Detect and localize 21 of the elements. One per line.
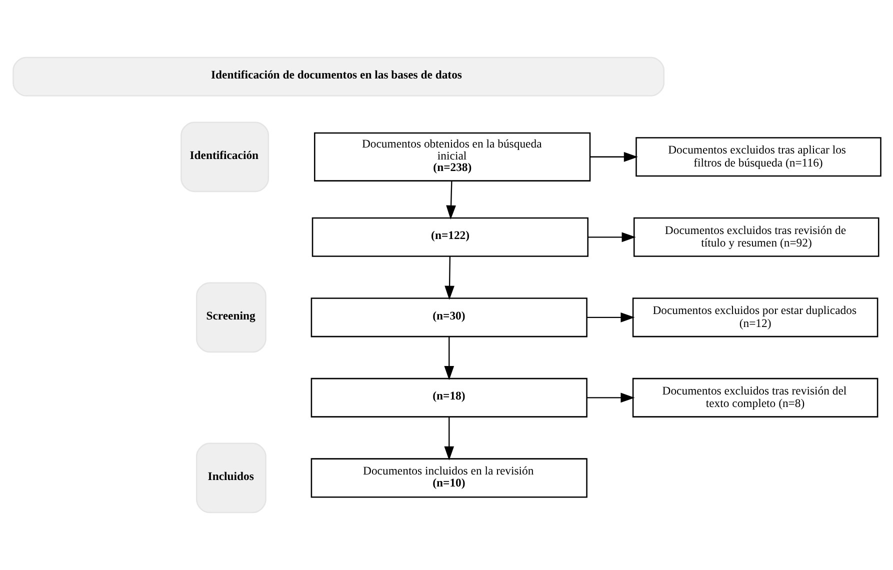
node-box: (n=30) <box>310 298 587 338</box>
node-box: Documentos incluidos en la revisión (n=10) <box>310 458 587 498</box>
node-box: (n=122) <box>311 217 588 257</box>
node-box: (n=18) <box>310 378 587 418</box>
node-box: Documentos excluidos por estar duplicados (n=12) <box>632 298 878 338</box>
node-box: Identificación de documentos en las bases de datos <box>12 56 664 96</box>
arrow <box>590 152 638 162</box>
arrow <box>444 416 454 460</box>
node-box: Documentos excluidos tras revisión de título y resumen (n=92) <box>632 217 879 257</box>
node-box: Documentos excluidos tras revisión del texto completo (n=8) <box>632 378 878 418</box>
node-box: Identificación <box>180 122 269 192</box>
arrow <box>444 336 454 380</box>
arrow <box>444 256 454 300</box>
arrow <box>586 312 634 322</box>
node-box: Incluidos <box>196 442 266 514</box>
node-box: Documentos obtenidos en la búsqueda inicial (n=238) <box>314 132 590 182</box>
node-box: Screening <box>196 282 266 353</box>
node-box: Documentos excluidos tras aplicar los filtros de búsqueda (n=116) <box>635 137 881 177</box>
arrow <box>588 232 636 242</box>
arrow <box>446 180 456 220</box>
arrow <box>586 392 634 403</box>
